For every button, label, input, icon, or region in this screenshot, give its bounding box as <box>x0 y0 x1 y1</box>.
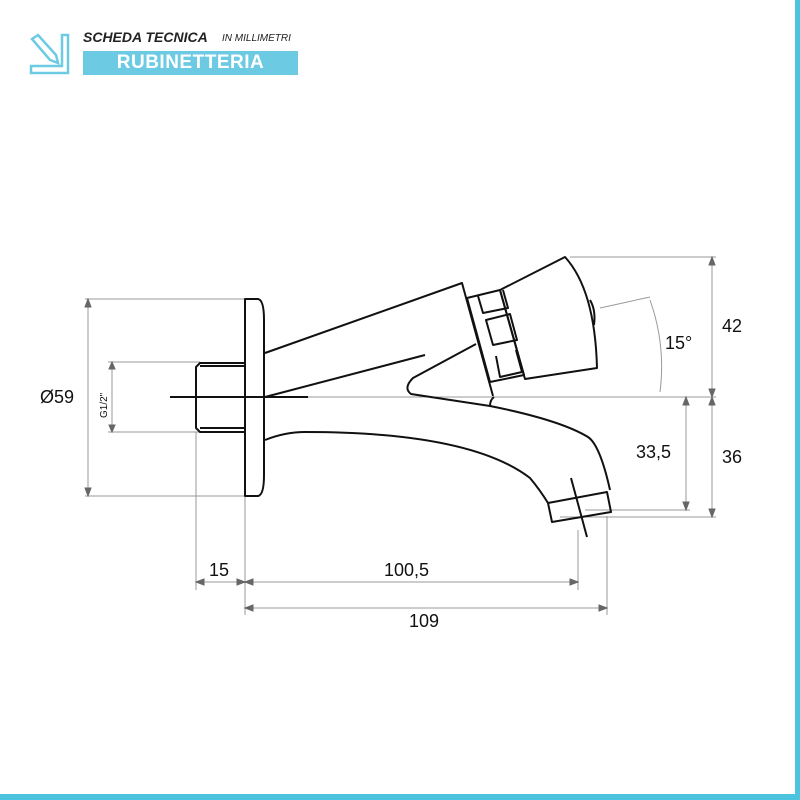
dimension-stem-length: 15 <box>209 560 230 580</box>
dimension-height-bottom: 36 <box>722 447 743 467</box>
frame-border-bottom <box>0 794 800 800</box>
dimension-height-top: 42 <box>722 316 743 336</box>
header-unit: IN MILLIMETRI <box>222 33 291 44</box>
dimension-diameter: Ø59 <box>40 387 75 407</box>
frame-border-right <box>795 0 800 800</box>
header-category: RUBINETTERIA <box>83 51 298 75</box>
ruler-pencil-icon <box>29 33 70 75</box>
dimension-outlet-height: 33,5 <box>636 442 672 462</box>
dimension-angle: 15° <box>665 333 693 353</box>
dimension-total-length: 109 <box>409 611 440 631</box>
dimension-arrowheads <box>84 255 716 612</box>
dimension-thread: G1/2" <box>99 392 110 418</box>
faucet-outline <box>170 256 612 538</box>
dimension-spout-reach: 100,5 <box>384 560 430 580</box>
header-title: SCHEDA TECNICA <box>83 29 208 45</box>
